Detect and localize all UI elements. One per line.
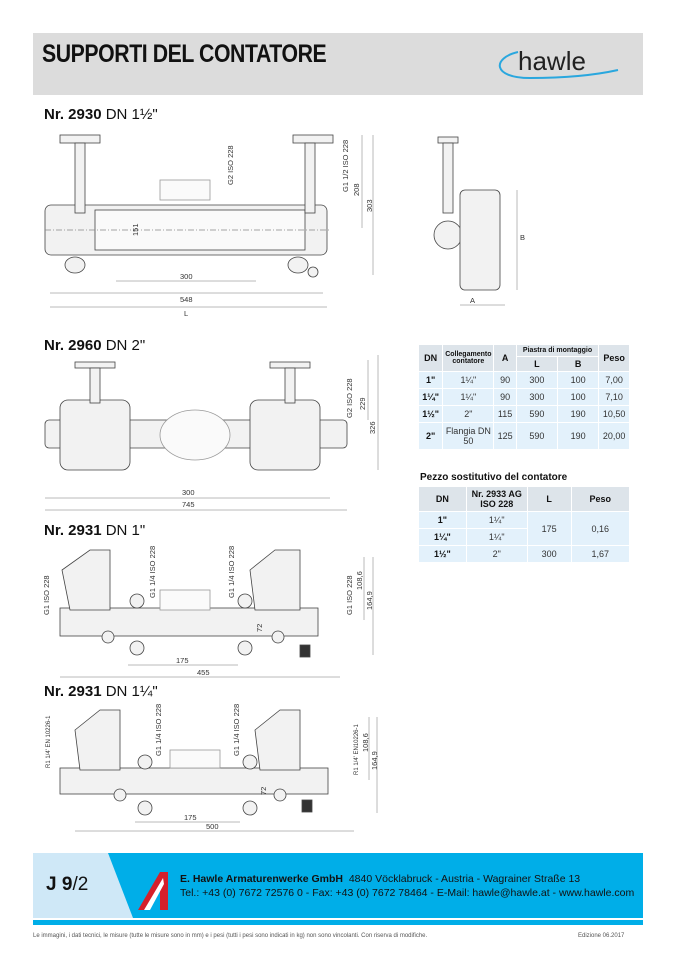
- dim-l: 300: [182, 488, 195, 497]
- dim-thread: R1 1/4' EN10226-1: [354, 723, 360, 775]
- drawing-2930: [44, 134, 334, 278]
- dim-thread: G1 ISO 228: [345, 575, 354, 615]
- drawing-2931-dn1: [59, 549, 319, 658]
- dim-l: 175: [176, 656, 189, 665]
- dim-d: 72: [255, 624, 264, 632]
- dim-b: B: [520, 233, 525, 242]
- dim-thread: G1 1/2 ISO 228: [341, 140, 350, 192]
- dim-l: L: [184, 309, 188, 318]
- product-title-2960: Nr. 2960 DN 2": [44, 337, 146, 354]
- table2-title: Pezzo sostitutivo del contatore: [420, 472, 568, 483]
- dim-thread: G1 ISO 228: [42, 575, 51, 615]
- hawle-logo: hawle: [499, 46, 619, 80]
- product-title-2931-1: Nr. 2931 DN 1": [44, 522, 146, 539]
- dim-h: 326: [368, 421, 377, 434]
- company-contact: Tel.: +43 (0) 7672 72576 0 - Fax: +43 (0…: [180, 887, 635, 899]
- drawing-2960: [44, 361, 348, 471]
- dim-h: 164,9: [365, 591, 374, 610]
- dim-thread: G2 ISO 228: [345, 378, 354, 418]
- footer-divider: [33, 920, 643, 925]
- product-title-2931-114: Nr. 2931 DN 1¼": [44, 683, 158, 700]
- dim-l: 548: [180, 295, 193, 304]
- dim-a: A: [470, 296, 475, 305]
- edition: Edizione 06.2017: [578, 933, 625, 939]
- page-title: SUPPORTI DEL CONTATORE: [42, 40, 327, 68]
- specs-table: DN Collegamento contatore A Piastra di m…: [418, 344, 630, 450]
- dim-h: 108,6: [355, 571, 364, 590]
- austria-flag-logo: [138, 872, 168, 910]
- dim-thread: R1 1/4' EN 10226-1: [46, 715, 52, 768]
- dim-thread: G1 1/4 ISO 228: [232, 704, 241, 756]
- svg-text:hawle: hawle: [518, 46, 586, 76]
- drawing-2931-dn114: [59, 709, 329, 816]
- dim-h: 164,9: [370, 751, 379, 770]
- dim-thread: G1 1/4 ISO 228: [154, 704, 163, 756]
- dim-thread: G2 ISO 228: [226, 145, 235, 185]
- dim-h: 303: [365, 199, 374, 212]
- page-number: J 9/2: [46, 874, 89, 895]
- dim-l: 500: [206, 822, 219, 831]
- footer-band: [33, 853, 643, 918]
- dim-h: 229: [358, 397, 367, 410]
- disclaimer: Le immagini, i dati tecnici, le misure (…: [33, 933, 428, 939]
- header-band: [33, 33, 643, 95]
- dim-l: 175: [184, 813, 197, 822]
- dim-d: 72: [259, 787, 268, 795]
- drawing-2930-side: [433, 136, 501, 291]
- company-address: E. Hawle Armaturenwerke GmbH 4840 Vöckla…: [180, 873, 581, 885]
- dim-l: 745: [182, 500, 195, 509]
- dim-l: 300: [180, 272, 193, 281]
- table-row: 1¼"1¼": [419, 529, 629, 545]
- dim-h: 108,6: [361, 733, 370, 752]
- dim-thread: G1 1/4 ISO 228: [227, 546, 236, 598]
- dim-h: 151: [131, 223, 140, 236]
- dim-thread: G1 1/4 ISO 228: [148, 546, 157, 598]
- product-title-2930: Nr. 2930 DN 1½": [44, 106, 158, 123]
- dim-l: 455: [197, 668, 210, 677]
- dim-h: 208: [352, 183, 361, 196]
